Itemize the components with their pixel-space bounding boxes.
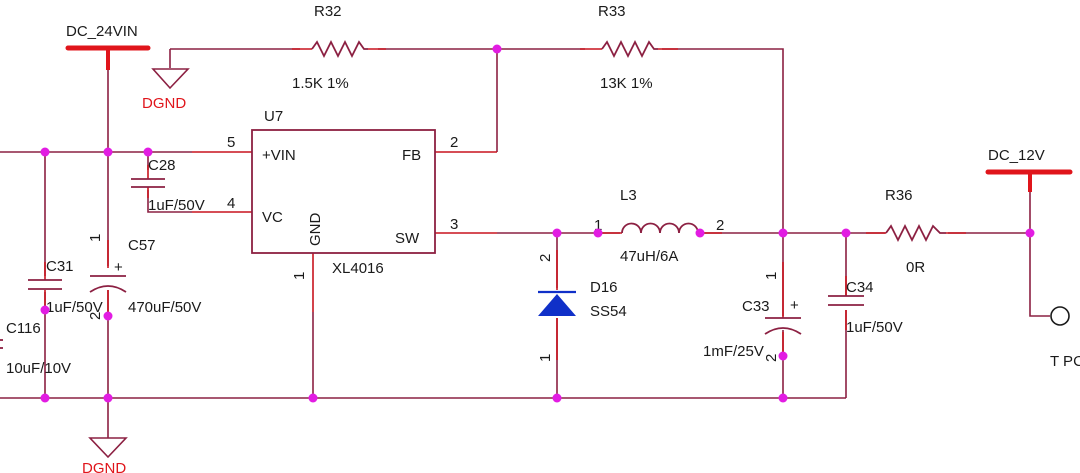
c33-capacitor[interactable]: + C33 1mF/25V 1 2 xyxy=(703,272,802,362)
junction-dot xyxy=(103,393,113,403)
dc-12v-label: DC_12V xyxy=(988,147,1045,164)
junction-dot xyxy=(40,147,50,157)
u7-part: XL4016 xyxy=(332,260,384,277)
c57-pin1: 1 xyxy=(87,234,104,242)
c34-value: 1uF/50V xyxy=(846,319,903,336)
c31-capacitor[interactable]: C31 1uF/50V xyxy=(28,258,103,316)
dgnd-top-label: DGND xyxy=(142,95,186,112)
c33-pin1: 1 xyxy=(763,272,780,280)
junction-dot xyxy=(143,147,153,157)
c34-designator: C34 xyxy=(846,279,874,296)
c33-value: 1mF/25V xyxy=(703,343,764,360)
c116-value: 10uF/10V xyxy=(6,360,71,377)
junction-dot xyxy=(778,351,788,361)
dgnd-bottom-symbol: DGND xyxy=(82,437,128,473)
r32-designator: R32 xyxy=(314,3,342,20)
test-point-label: T PC xyxy=(1050,353,1080,370)
u7-pin-gnd-num: 1 xyxy=(291,272,308,280)
junction-dot xyxy=(778,228,788,238)
d16-designator: D16 xyxy=(590,279,618,296)
capacitor-curved-plate xyxy=(89,285,127,293)
diode-icon xyxy=(538,294,576,316)
dc-24vin-label: DC_24VIN xyxy=(66,23,138,40)
c28-value: 1uF/50V xyxy=(148,197,205,214)
resistor-icon xyxy=(601,39,658,59)
junction-dot xyxy=(1025,228,1035,238)
u7-pin-vc-num: 4 xyxy=(227,195,235,212)
c57-designator: C57 xyxy=(128,237,156,254)
c31-value: 1uF/50V xyxy=(46,299,103,316)
r32-value: 1.5K 1% xyxy=(292,75,349,92)
ground-icon xyxy=(88,437,128,459)
c33-designator: C33 xyxy=(742,298,770,315)
junctions xyxy=(40,44,1035,403)
c116-capacitor[interactable]: C116 10uF/10V xyxy=(0,320,71,377)
u7-body xyxy=(251,129,436,254)
r36-value: 0R xyxy=(906,259,925,276)
c57-polarity: + xyxy=(114,259,123,276)
c33-polarity: + xyxy=(790,297,799,314)
test-point[interactable]: T PC xyxy=(1050,306,1080,370)
junction-dot xyxy=(841,228,851,238)
u7-pin-vc-label: VC xyxy=(262,209,283,226)
ground-icon xyxy=(151,68,190,90)
c116-designator: C116 xyxy=(6,320,41,337)
c57-value: 470uF/50V xyxy=(128,299,201,316)
d16-pin1: 1 xyxy=(537,354,554,362)
r36-designator: R36 xyxy=(885,187,913,204)
junction-dot xyxy=(103,311,113,321)
u7-pin-fb-num: 2 xyxy=(450,134,458,151)
dgnd-top-symbol: DGND xyxy=(142,68,190,112)
c31-designator: C31 xyxy=(46,258,74,275)
u7-pin-sw-label: SW xyxy=(395,230,420,247)
r33-designator: R33 xyxy=(598,3,626,20)
l3-pin2: 2 xyxy=(716,217,724,234)
r36-resistor[interactable]: R36 0R xyxy=(885,187,946,276)
resistor-icon xyxy=(885,223,946,243)
inductor-icon xyxy=(621,222,699,234)
u7-ic[interactable]: U7 XL4016 +VIN VC FB SW GND 5 4 2 3 1 xyxy=(227,108,458,280)
c28-designator: C28 xyxy=(148,157,176,174)
dc-12v-port[interactable]: DC_12V xyxy=(985,147,1073,192)
junction-dot xyxy=(593,228,603,238)
junction-dot xyxy=(552,393,562,403)
l3-inductor[interactable]: L3 47uH/6A 1 2 xyxy=(594,187,724,265)
d16-diode[interactable]: D16 SS54 2 1 xyxy=(537,254,627,362)
dgnd-bottom-label: DGND xyxy=(82,460,126,473)
c57-pin2: 2 xyxy=(87,312,104,320)
junction-dot xyxy=(40,305,50,315)
u7-pin-vin-label: +VIN xyxy=(262,147,296,164)
u7-pin-sw-num: 3 xyxy=(450,216,458,233)
l3-value: 47uH/6A xyxy=(620,248,678,265)
d16-pin2: 2 xyxy=(537,254,554,262)
l3-designator: L3 xyxy=(620,187,637,204)
wire-dc12 xyxy=(1029,185,1050,317)
c57-capacitor[interactable]: + C57 470uF/50V 1 2 xyxy=(87,234,201,320)
junction-dot xyxy=(492,44,502,54)
r32-resistor[interactable]: R32 1.5K 1% xyxy=(292,3,368,92)
c33-pin2: 2 xyxy=(763,354,780,362)
test-point-icon xyxy=(1050,306,1070,326)
capacitor-curved-plate xyxy=(764,327,802,335)
junction-dot xyxy=(40,393,50,403)
junction-dot xyxy=(778,393,788,403)
l3-pin1: 1 xyxy=(594,217,602,234)
c28-capacitor[interactable]: C28 1uF/50V xyxy=(131,157,205,214)
d16-part: SS54 xyxy=(590,303,627,320)
resistor-icon xyxy=(311,39,368,59)
u7-pin-vin-num: 5 xyxy=(227,134,235,151)
u7-designator: U7 xyxy=(264,108,283,125)
junction-dot xyxy=(695,228,705,238)
r33-value: 13K 1% xyxy=(600,75,653,92)
dc-24vin-port[interactable]: DC_24VIN xyxy=(65,23,151,70)
junction-dot xyxy=(103,147,113,157)
u7-pin-fb-label: FB xyxy=(402,147,421,164)
c34-capacitor[interactable]: C34 1uF/50V xyxy=(828,279,903,336)
junction-dot xyxy=(552,228,562,238)
junction-dot xyxy=(308,393,318,403)
wire-top-feedback xyxy=(170,48,784,233)
r33-resistor[interactable]: R33 13K 1% xyxy=(598,3,658,92)
u7-pin-gnd-label: GND xyxy=(307,213,324,247)
